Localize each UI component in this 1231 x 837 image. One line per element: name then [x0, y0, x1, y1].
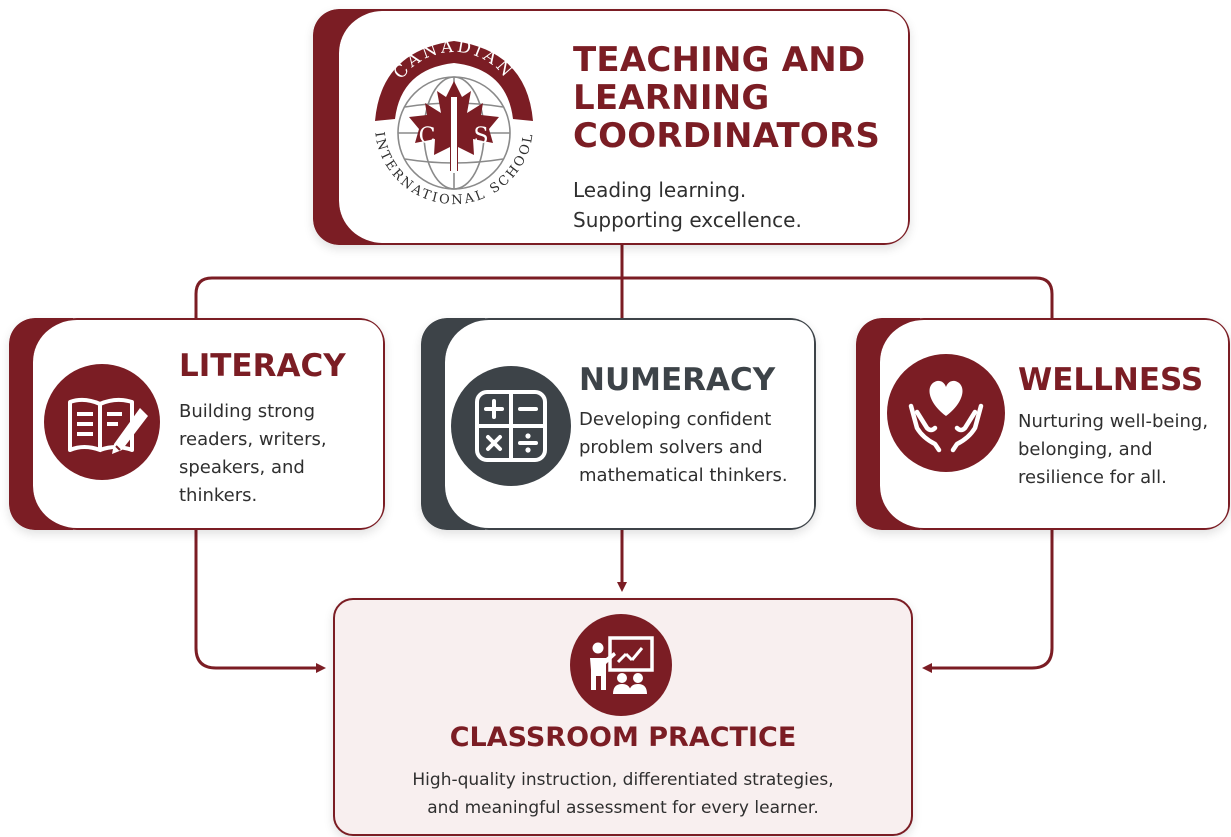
description-line: and meaningful assessment for every lear…: [427, 798, 819, 818]
description-line: resilience for all.: [1018, 467, 1167, 488]
practice-title: CLASSROOM PRACTICE: [449, 722, 797, 753]
numeracy-card: NUMERACY Developing confident problem so…: [421, 318, 816, 530]
description-line: problem solvers and: [579, 437, 763, 458]
connector-literacy-to-practice: [194, 530, 326, 673]
pillar-title: LITERACY: [179, 348, 346, 384]
connector-wellness-to-practice: [922, 530, 1054, 673]
description-line: readers, writers,: [179, 429, 327, 450]
pillar-title: NUMERACY: [579, 362, 776, 398]
ribbon-banner: [375, 41, 533, 121]
title-line: LEARNING: [573, 78, 770, 118]
description-line: Building strong: [179, 401, 316, 422]
tagline-line: Supporting excellence.: [573, 208, 802, 232]
logo-letter-c: C: [419, 124, 436, 149]
title-line: COORDINATORS: [573, 116, 881, 156]
connector-top-bar: [194, 276, 1054, 318]
description-line: Nurturing well-being,: [1018, 411, 1209, 432]
torch-shaft: [451, 97, 457, 173]
coordinators-card: CANADIAN C S INTERNATIONAL SCHOOL TEACHI…: [313, 9, 910, 245]
description-line: High-quality instruction, differentiated…: [412, 770, 834, 790]
pillar-description: Building strong readers, writers, speake…: [179, 398, 327, 510]
title-line: TEACHING AND: [573, 40, 866, 80]
pillar-description: Nurturing well-being, belonging, and res…: [1018, 408, 1208, 492]
description-line: speakers, and: [179, 457, 305, 478]
pillar-title: WELLNESS: [1018, 362, 1204, 398]
school-logo: CANADIAN C S INTERNATIONAL SCHOOL: [371, 37, 534, 209]
coordinators-title: TEACHING AND LEARNING COORDINATORS: [573, 41, 880, 155]
coordinators-tagline: Leading learning. Supporting excellence.: [573, 175, 802, 235]
calculator-operators-icon: [451, 366, 571, 486]
teacher-classroom-icon: [570, 614, 672, 716]
description-line: thinkers.: [179, 485, 258, 506]
pillar-description: Developing confident problem solvers and…: [579, 406, 788, 490]
logo-letter-s: S: [473, 124, 488, 149]
literacy-card: LITERACY Building strong readers, writer…: [9, 318, 385, 530]
description-line: mathematical thinkers.: [579, 465, 788, 486]
description-line: Developing confident: [579, 409, 772, 430]
practice-description: High-quality instruction, differentiated…: [335, 766, 911, 822]
wellness-card: WELLNESS Nurturing well-being, belonging…: [856, 318, 1230, 530]
hands-heart-icon: [887, 354, 1005, 472]
classroom-practice-card: CLASSROOM PRACTICE High-quality instruct…: [333, 598, 913, 836]
description-line: belonging, and: [1018, 439, 1153, 460]
tagline-line: Leading learning.: [573, 178, 747, 202]
book-pencil-icon: [44, 364, 160, 480]
